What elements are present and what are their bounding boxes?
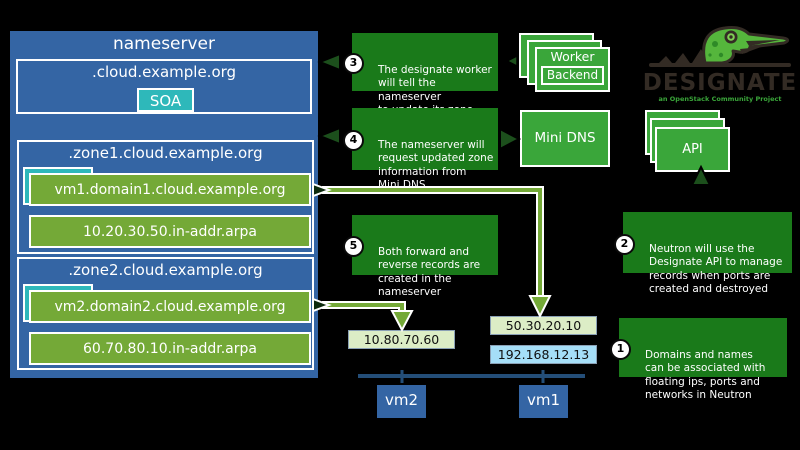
annotation-2-text: Neutron will use the Designate API to ma… [649,242,783,296]
zone2-forward-record: vm2.domain2.cloud.example.org [29,290,311,323]
zone1-label: .zone1.cloud.example.org [68,144,263,162]
annotation-4-text: The nameserver will request updated zone… [378,138,494,192]
step-1-badge: 1 [610,338,631,360]
mini-dns-box: Mini DNS [520,110,610,167]
step-2-badge: 2 [614,233,635,255]
vm2-floating-ip: 10.80.70.60 [348,330,455,349]
zone2-reverse-record: 60.70.80.10.in-addr.arpa [29,332,311,365]
step-5-badge: 5 [343,236,364,257]
annotation-5: 5 Both forward and reverse records are c… [343,215,498,298]
logo-wordmark: DESIGNATE [642,70,798,96]
note4-to-nameserver-arrow-icon [317,126,341,146]
worker-stack: Worker Backend [519,33,614,96]
api-card-front: API [655,127,730,172]
note3-to-nameserver-arrow-icon [317,52,341,72]
worker-card-front: Worker Backend [535,47,610,92]
api-stack: API [645,110,735,173]
backend-box: Backend [541,66,604,85]
vm1-box: vm1 [519,385,568,418]
soa-record-box: SOA [137,88,194,112]
network-bus [358,370,585,383]
crocodile-icon [649,26,791,67]
vm1-fixed-ip: 192.168.12.13 [490,345,597,364]
zone1-box: .zone1.cloud.example.org vm1.domain1.clo… [17,140,314,254]
cloud-domain-label: .cloud.example.org [91,63,237,81]
vm1-floating-ip: 50.30.20.10 [490,316,597,335]
cloud-domain-box: .cloud.example.org SOA [16,59,312,114]
annotation-3: 3 The designate worker will tell the nam… [343,33,498,130]
zone2-box: .zone2.cloud.example.org vm2.domain2.clo… [17,257,314,370]
step-3-badge: 3 [343,53,364,74]
worker-to-note3-arrow-icon [505,54,518,68]
vm2-box: vm2 [377,385,426,418]
zone1-forward-record: vm1.domain1.cloud.example.org [29,173,311,206]
nameserver-box: nameserver .cloud.example.org SOA .zone1… [10,31,318,378]
vm2-record-to-ip-connector [322,301,414,333]
nameserver-title: nameserver [112,34,216,54]
annotation-1-text: Domains and names can be associated with… [645,348,766,402]
step-4-badge: 4 [343,130,364,151]
annotation-5-text: Both forward and reverse records are cre… [378,245,481,299]
note4-to-minidns-arrow-icon [499,127,522,151]
logo-tagline: an OpenStack Community Project [658,95,782,103]
worker-label: Worker [550,49,595,64]
zone2-label: .zone2.cloud.example.org [68,261,263,279]
annotation-2: 2 Neutron will use the Designate API to … [614,212,792,295]
zone1-reverse-record: 10.20.30.50.in-addr.arpa [29,215,311,248]
designate-logo: DESIGNATE an OpenStack Community Project [640,8,800,106]
annotation-1: 1 Domains and names can be associated wi… [610,318,787,401]
annotation-4: 4 The nameserver will request updated zo… [343,108,498,191]
